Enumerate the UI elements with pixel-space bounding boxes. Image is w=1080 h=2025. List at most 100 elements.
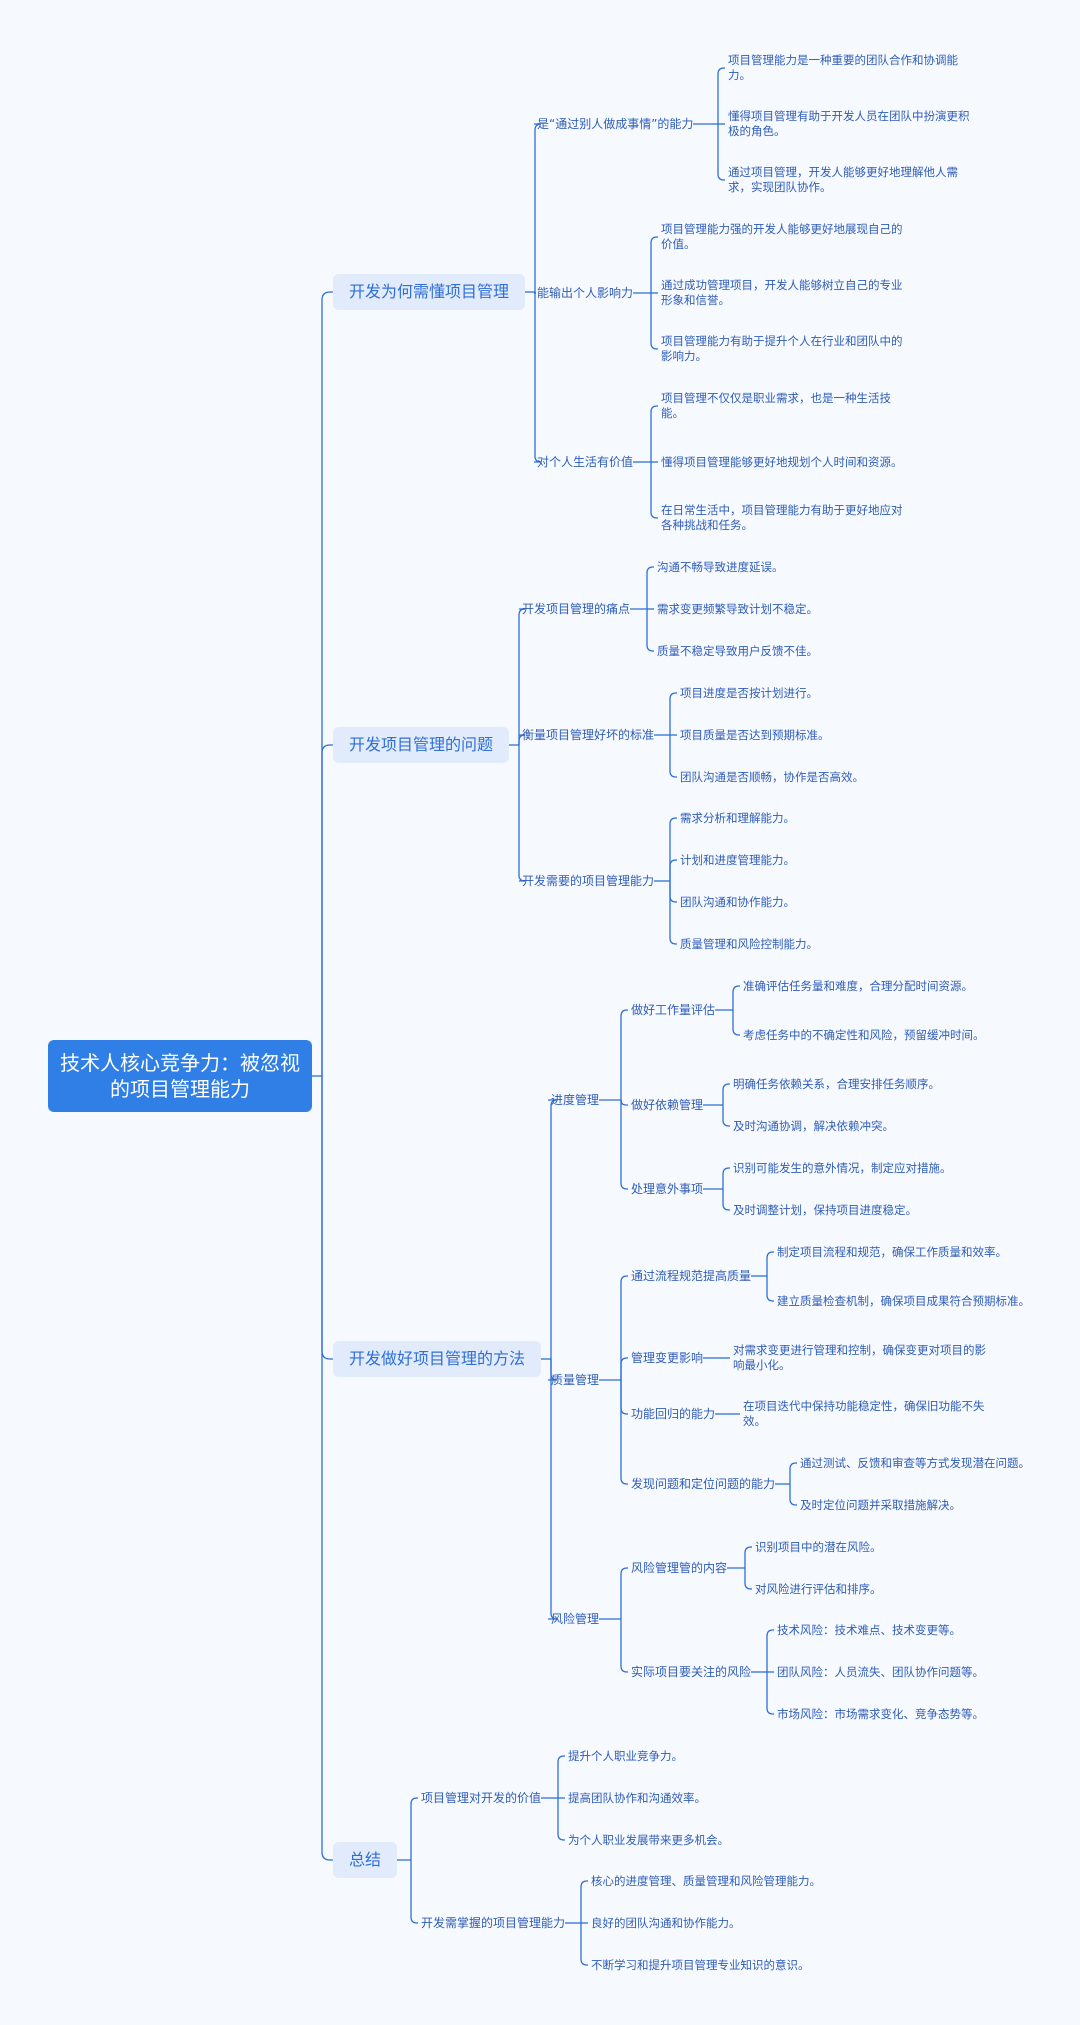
leaf-topic-branches-0-children-0-children-2[interactable]: 通过项目管理，开发人能够更好地理解他人需求，实现团队协作。 bbox=[728, 165, 958, 194]
leaf-topic-branches-2-children-2-children-1-children-2[interactable]: 市场风险：市场需求变化、竞争态势等。 bbox=[777, 1707, 984, 1721]
leaf-topic-branches-0-children-0-children-0[interactable]: 项目管理能力是一种重要的团队合作和协调能力。 bbox=[728, 53, 958, 82]
connector-branches-2-children-2-edge bbox=[620, 1619, 628, 1673]
connector-branches-0-edge bbox=[534, 123, 542, 292]
topic-branches-2-children-0-children-1[interactable]: 做好依赖管理 bbox=[631, 1098, 704, 1112]
leaf-topic-branches-2-children-1-children-0-children-0[interactable]: 制定项目流程和规范，确保工作质量和效率。 bbox=[777, 1245, 1007, 1259]
leaf-topic-branches-0-children-0-children-1[interactable]: 懂得项目管理有助于开发人员在团队中扮演更积极的角色。 bbox=[728, 109, 970, 138]
connector-branches-2-edge bbox=[548, 1359, 558, 1620]
topic-branches-2-children-1-children-3[interactable]: 发现问题和定位问题的能力 bbox=[631, 1477, 776, 1491]
topic-branches-3[interactable]: 总结 bbox=[333, 1842, 398, 1878]
topic-branches-0[interactable]: 开发为何需懂项目管理 bbox=[333, 274, 526, 310]
connector-branches-2-children-1-children-3-edge bbox=[789, 1484, 797, 1506]
leaf-topic-branches-1-children-2-children-1[interactable]: 计划和进度管理能力。 bbox=[680, 853, 795, 867]
topic-branches-2-children-0-children-2[interactable]: 处理意外事项 bbox=[631, 1182, 704, 1196]
connector-branches-2-children-2-children-0-edge bbox=[744, 1568, 752, 1590]
connector-branches-2-children-0-children-0-edge bbox=[732, 1010, 740, 1036]
connector-branches-0-children-0-edge bbox=[717, 124, 725, 181]
topic-branches-1-children-2[interactable]: 开发需要的项目管理能力 bbox=[522, 874, 655, 888]
connector-branches-3-edge bbox=[410, 1860, 418, 1924]
connector-branches-2-children-0-children-2-edge bbox=[722, 1167, 730, 1189]
leaf-topic-branches-2-children-0-children-2-children-0[interactable]: 识别可能发生的意外情况，制定应对措施。 bbox=[733, 1161, 952, 1175]
connector-branches-1-edge bbox=[518, 745, 526, 882]
leaf-topic-branches-3-children-0-children-0[interactable]: 提升个人职业竞争力。 bbox=[568, 1749, 683, 1763]
leaf-topic-branches-0-children-2-children-2[interactable]: 在日常生活中，项目管理能力有助于更好地应对各种挑战和任务。 bbox=[661, 503, 903, 532]
leaf-topic-branches-2-children-0-children-1-children-1[interactable]: 及时沟通协调，解决依赖冲突。 bbox=[733, 1119, 894, 1133]
topic-branches-2-children-1[interactable]: 质量管理 bbox=[551, 1373, 600, 1387]
leaf-topic-branches-1-children-0-children-0[interactable]: 沟通不畅导致进度延误。 bbox=[657, 560, 784, 574]
root-topic[interactable]: 技术人核心竞争力：被忽视的项目管理能力 bbox=[48, 1040, 312, 1112]
leaf-topic-branches-2-children-1-children-0-children-1[interactable]: 建立质量检查机制，确保项目成果符合预期标准。 bbox=[777, 1294, 1030, 1308]
topic-branches-2-children-1-children-0[interactable]: 通过流程规范提高质量 bbox=[631, 1269, 752, 1283]
connector-branches-3-children-0-edge bbox=[557, 1755, 565, 1798]
topic-branches-0-children-2[interactable]: 对个人生活有价值 bbox=[537, 455, 634, 469]
connector-branches-0-children-2-edge bbox=[650, 462, 658, 519]
leaf-topic-branches-2-children-0-children-0-children-0[interactable]: 准确评估任务量和难度，合理分配时间资源。 bbox=[743, 979, 973, 993]
leaf-topic-branches-0-children-2-children-1[interactable]: 懂得项目管理能够更好地规划个人时间和资源。 bbox=[661, 455, 903, 469]
connector-branches-1-children-0-edge bbox=[646, 566, 654, 609]
topic-branches-2-children-0[interactable]: 进度管理 bbox=[551, 1093, 600, 1107]
leaf-topic-branches-1-children-1-children-0[interactable]: 项目进度是否按计划进行。 bbox=[680, 686, 818, 700]
leaf-topic-branches-2-children-2-children-1-children-0[interactable]: 技术风险：技术难点、技术变更等。 bbox=[777, 1623, 961, 1637]
leaf-topic-branches-3-children-1-children-2[interactable]: 不断学习和提升项目管理专业知识的意识。 bbox=[591, 1958, 810, 1972]
connector-branches-2-children-2-children-1-edge bbox=[766, 1672, 774, 1715]
topic-branches-2[interactable]: 开发做好项目管理的方法 bbox=[333, 1341, 542, 1377]
leaf-topic-branches-0-children-1-children-0[interactable]: 项目管理能力强的开发人能够更好地展现自己的价值。 bbox=[661, 222, 903, 251]
leaf-topic-branches-3-children-0-children-1[interactable]: 提高团队协作和沟通效率。 bbox=[568, 1791, 706, 1805]
leaf-topic-branches-0-children-2-children-0[interactable]: 项目管理不仅仅是职业需求，也是一种生活技能。 bbox=[661, 391, 891, 420]
leaf-topic-branches-3-children-0-children-2[interactable]: 为个人职业发展带来更多机会。 bbox=[568, 1833, 729, 1847]
leaf-topic-branches-1-children-1-children-2[interactable]: 团队沟通是否顺畅，协作是否高效。 bbox=[680, 770, 864, 784]
leaf-topic-branches-1-children-2-children-2[interactable]: 团队沟通和协作能力。 bbox=[680, 895, 795, 909]
topic-branches-2-children-2[interactable]: 风险管理 bbox=[551, 1612, 600, 1626]
connector-root-edge bbox=[321, 744, 333, 1076]
leaf-topic-branches-1-children-0-children-1[interactable]: 需求变更频繁导致计划不稳定。 bbox=[657, 602, 818, 616]
connector-branches-0-children-1-edge bbox=[650, 293, 658, 350]
connector-branches-1-children-1-edge bbox=[669, 692, 677, 735]
topic-branches-3-children-0[interactable]: 项目管理对开发的价值 bbox=[421, 1791, 542, 1805]
topic-branches-1[interactable]: 开发项目管理的问题 bbox=[333, 727, 510, 763]
topic-branches-2-children-2-children-0[interactable]: 风险管理管的内容 bbox=[631, 1561, 728, 1575]
leaf-topic-branches-0-children-1-children-1[interactable]: 通过成功管理项目，开发人能够树立自己的专业形象和信誉。 bbox=[661, 278, 903, 307]
topic-branches-1-children-0[interactable]: 开发项目管理的痛点 bbox=[522, 602, 631, 616]
leaf-topic-branches-2-children-2-children-0-children-1[interactable]: 对风险进行评估和排序。 bbox=[755, 1582, 882, 1596]
connector-branches-3-children-1-edge bbox=[580, 1923, 588, 1966]
leaf-topic-branches-2-children-1-children-1-children-0[interactable]: 对需求变更进行管理和控制，确保变更对项目的影响最小化。 bbox=[733, 1343, 986, 1372]
leaf-topic-branches-2-children-2-children-1-children-1[interactable]: 团队风险：人员流失、团队协作问题等。 bbox=[777, 1665, 984, 1679]
leaf-topic-branches-3-children-1-children-0[interactable]: 核心的进度管理、质量管理和风险管理能力。 bbox=[591, 1874, 821, 1888]
connector-branches-2-children-0-children-0-edge bbox=[732, 985, 740, 1010]
topic-branches-0-children-0[interactable]: 是“通过别人做成事情”的能力 bbox=[537, 117, 694, 131]
topic-branches-0-children-1[interactable]: 能输出个人影响力 bbox=[537, 286, 634, 300]
connector-branches-2-children-2-children-1-edge bbox=[766, 1629, 774, 1672]
connector-branches-1-edge bbox=[518, 734, 526, 745]
topic-branches-2-children-1-children-1[interactable]: 管理变更影响 bbox=[631, 1351, 704, 1365]
connector-branches-2-children-0-children-1-edge bbox=[722, 1083, 730, 1105]
leaf-topic-branches-2-children-0-children-2-children-1[interactable]: 及时调整计划，保持项目进度稳定。 bbox=[733, 1203, 917, 1217]
connector-branches-1-children-2-edge bbox=[669, 817, 677, 881]
connector-branches-2-children-0-edge bbox=[620, 1009, 628, 1100]
topic-branches-3-children-1[interactable]: 开发需掌握的项目管理能力 bbox=[421, 1916, 566, 1930]
connector-branches-2-children-1-edge bbox=[620, 1380, 628, 1485]
leaf-topic-branches-2-children-1-children-3-children-1[interactable]: 及时定位问题并采取措施解决。 bbox=[800, 1498, 961, 1512]
topic-branches-2-children-2-children-1[interactable]: 实际项目要关注的风险 bbox=[631, 1665, 752, 1679]
leaf-topic-branches-0-children-1-children-2[interactable]: 项目管理能力有助于提升个人在行业和团队中的影响力。 bbox=[661, 334, 903, 363]
connector-branches-2-children-1-edge bbox=[620, 1380, 628, 1415]
leaf-topic-branches-1-children-2-children-3[interactable]: 质量管理和风险控制能力。 bbox=[680, 937, 818, 951]
leaf-topic-branches-2-children-0-children-0-children-1[interactable]: 考虑任务中的不确定性和风险，预留缓冲时间。 bbox=[743, 1028, 985, 1042]
topic-branches-2-children-1-children-2[interactable]: 功能回归的能力 bbox=[631, 1407, 716, 1421]
leaf-topic-branches-1-children-1-children-1[interactable]: 项目质量是否达到预期标准。 bbox=[680, 728, 830, 742]
leaf-topic-branches-1-children-2-children-0[interactable]: 需求分析和理解能力。 bbox=[680, 811, 795, 825]
leaf-topic-branches-3-children-1-children-1[interactable]: 良好的团队沟通和协作能力。 bbox=[591, 1916, 741, 1930]
connector-branches-3-children-0-edge bbox=[557, 1798, 565, 1841]
leaf-topic-branches-2-children-1-children-3-children-0[interactable]: 通过测试、反馈和审查等方式发现潜在问题。 bbox=[800, 1456, 1030, 1470]
connector-branches-3-edge bbox=[410, 1797, 418, 1860]
topic-branches-2-children-0-children-0[interactable]: 做好工作量评估 bbox=[631, 1003, 716, 1017]
leaf-topic-branches-2-children-1-children-2-children-0[interactable]: 在项目迭代中保持功能稳定性，确保旧功能不失效。 bbox=[743, 1399, 985, 1428]
leaf-topic-branches-1-children-0-children-2[interactable]: 质量不稳定导致用户反馈不佳。 bbox=[657, 644, 818, 658]
topic-branches-1-children-1[interactable]: 衡量项目管理好坏的标准 bbox=[522, 728, 655, 742]
connector-branches-2-children-0-edge bbox=[620, 1099, 628, 1106]
leaf-topic-branches-2-children-2-children-0-children-0[interactable]: 识别项目中的潜在风险。 bbox=[755, 1540, 882, 1554]
connector-branches-2-children-0-children-2-edge bbox=[722, 1189, 730, 1211]
connector-branches-2-children-2-children-0-edge bbox=[744, 1546, 752, 1568]
leaf-topic-branches-2-children-0-children-1-children-0[interactable]: 明确任务依赖关系，合理安排任务顺序。 bbox=[733, 1077, 940, 1091]
